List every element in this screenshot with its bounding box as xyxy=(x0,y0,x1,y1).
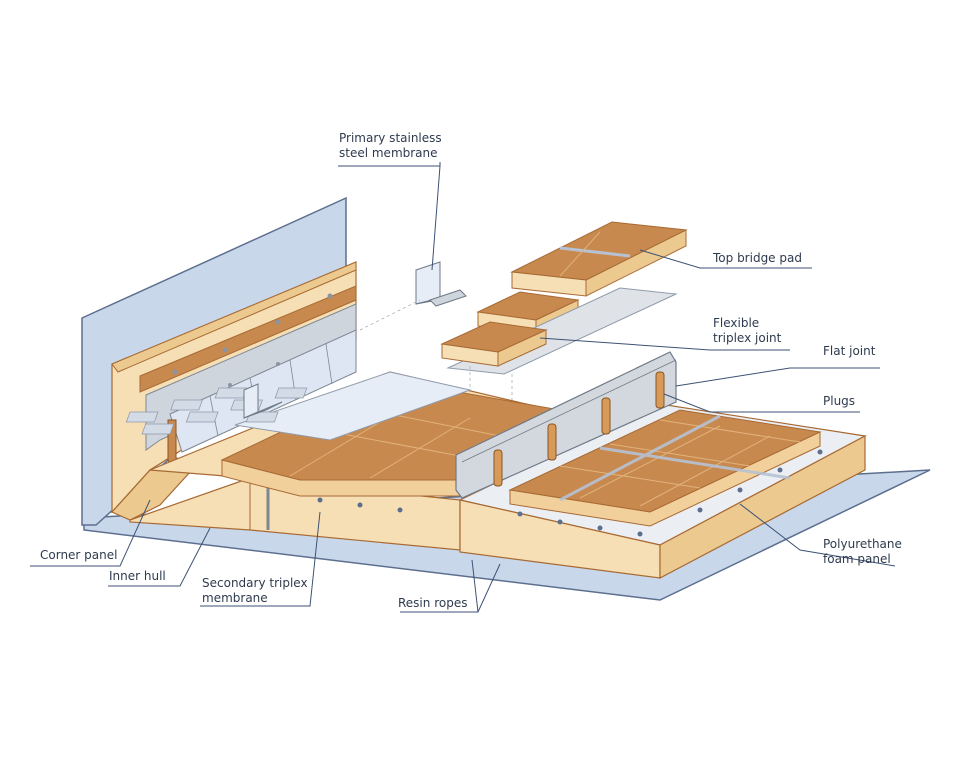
label-resin-ropes: Resin ropes xyxy=(398,596,468,610)
label-primary-membrane: Primary stainless steel membrane xyxy=(339,131,442,160)
top-bridge-pad-side xyxy=(585,229,687,297)
label-polyurethane-foam-panel: Polyurethane foam panel xyxy=(823,537,902,566)
label-flat-joint: Flat joint xyxy=(823,344,876,358)
wall-plywood-strip xyxy=(139,285,357,393)
label-corner-panel: Corner panel xyxy=(40,548,118,562)
label-top-bridge-pad: Top bridge pad xyxy=(713,251,802,265)
lower-pad-side xyxy=(497,329,547,367)
label-inner-hull: Inner hull xyxy=(109,569,166,583)
wall-corner-fitting xyxy=(243,383,283,419)
label-secondary-triplex-membrane: Secondary triplex membrane xyxy=(202,576,308,605)
corner-panel xyxy=(110,469,192,521)
label-plugs: Plugs xyxy=(823,394,856,408)
wall-foam-edge xyxy=(111,261,357,373)
wall-primary-membrane xyxy=(169,329,357,453)
label-flexible-triplex-joint: Flexible triplex joint xyxy=(713,316,782,345)
plugs xyxy=(493,371,665,487)
floor-foam-right-side xyxy=(659,435,866,579)
leader-lines xyxy=(30,162,896,613)
floor-plywood-right-edge xyxy=(509,431,821,527)
flat-joint xyxy=(455,351,677,499)
primary-membrane-corner-piece xyxy=(415,261,467,307)
